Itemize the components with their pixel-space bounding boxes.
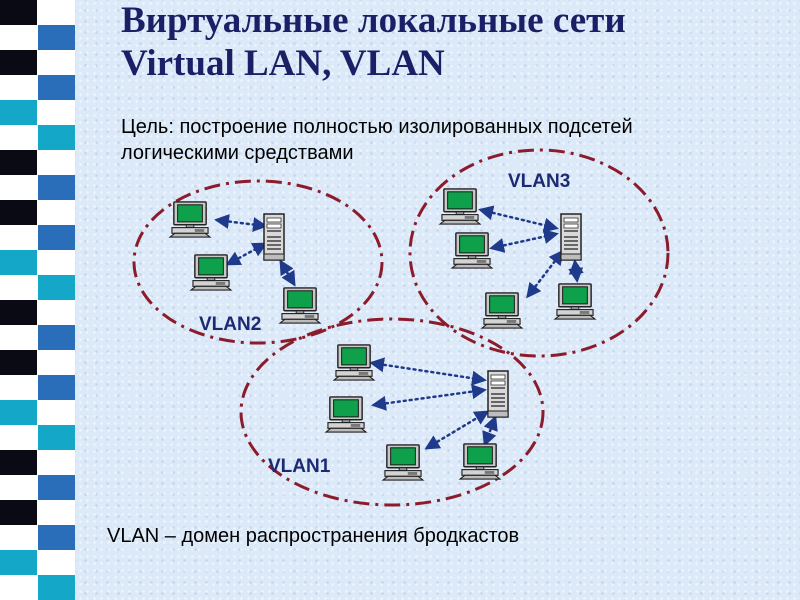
workstation-icon — [554, 283, 596, 320]
server-icon — [487, 370, 509, 418]
vlan1-link — [424, 410, 490, 450]
strip-square — [38, 575, 75, 600]
strip-square — [0, 150, 37, 175]
page-title-line-2: Virtual LAN, VLAN — [121, 43, 445, 84]
workstation-icon — [333, 344, 375, 381]
vlan2-link — [279, 259, 296, 287]
workstation-icon — [481, 292, 523, 329]
workstation-icon — [382, 444, 424, 481]
workstation-icon — [169, 201, 211, 238]
strip-square — [0, 200, 37, 225]
strip-square — [0, 250, 37, 275]
strip-square — [38, 525, 75, 550]
strip-square — [0, 0, 37, 25]
vlan3-label: VLAN3 — [508, 171, 570, 192]
workstation-icon — [279, 287, 321, 324]
vlan2-link — [225, 242, 268, 266]
goal-text-line-1: Цель: построение полностью изолированных… — [121, 116, 633, 138]
vlan2-boundary — [132, 179, 384, 345]
page-title-line-1: Виртуальные локальные сети — [121, 0, 626, 41]
vlan1-label: VLAN1 — [268, 456, 331, 477]
workstation-icon — [325, 396, 367, 433]
vlan1-link — [369, 357, 487, 386]
strip-square — [0, 400, 37, 425]
vlan2-label: VLAN2 — [199, 314, 261, 335]
strip-square — [38, 75, 75, 100]
strip-square — [38, 425, 75, 450]
server-icon — [560, 213, 582, 261]
vlan3-boundary — [408, 148, 670, 358]
goal-text-line-2: логическими средствами — [121, 142, 354, 164]
footer-text: VLAN – домен распространения бродкастов — [107, 525, 520, 547]
workstation-icon — [451, 232, 493, 269]
vlan3-link — [526, 249, 564, 299]
strip-square — [0, 550, 37, 575]
strip-square — [0, 450, 37, 475]
decorative-side-strip — [0, 0, 75, 600]
vlan2-link — [214, 214, 268, 232]
strip-square — [38, 375, 75, 400]
vlan1-link — [371, 384, 487, 411]
vlan3-link — [489, 229, 559, 253]
strip-square — [38, 125, 75, 150]
strip-square — [38, 275, 75, 300]
strip-square — [0, 500, 37, 525]
strip-square — [0, 50, 37, 75]
strip-square — [0, 100, 37, 125]
strip-square — [0, 350, 37, 375]
server-icon — [263, 213, 285, 261]
workstation-icon — [439, 188, 481, 225]
vlan1-boundary — [239, 317, 545, 507]
strip-square — [0, 300, 37, 325]
strip-square — [38, 175, 75, 200]
workstation-icon — [190, 254, 232, 291]
workstation-icon — [459, 443, 501, 480]
strip-square — [38, 225, 75, 250]
vlan3-link — [568, 259, 584, 283]
strip-square — [38, 325, 75, 350]
strip-square — [38, 25, 75, 50]
vlan1-link — [482, 415, 498, 447]
vlan3-link — [478, 205, 559, 233]
strip-square — [38, 475, 75, 500]
